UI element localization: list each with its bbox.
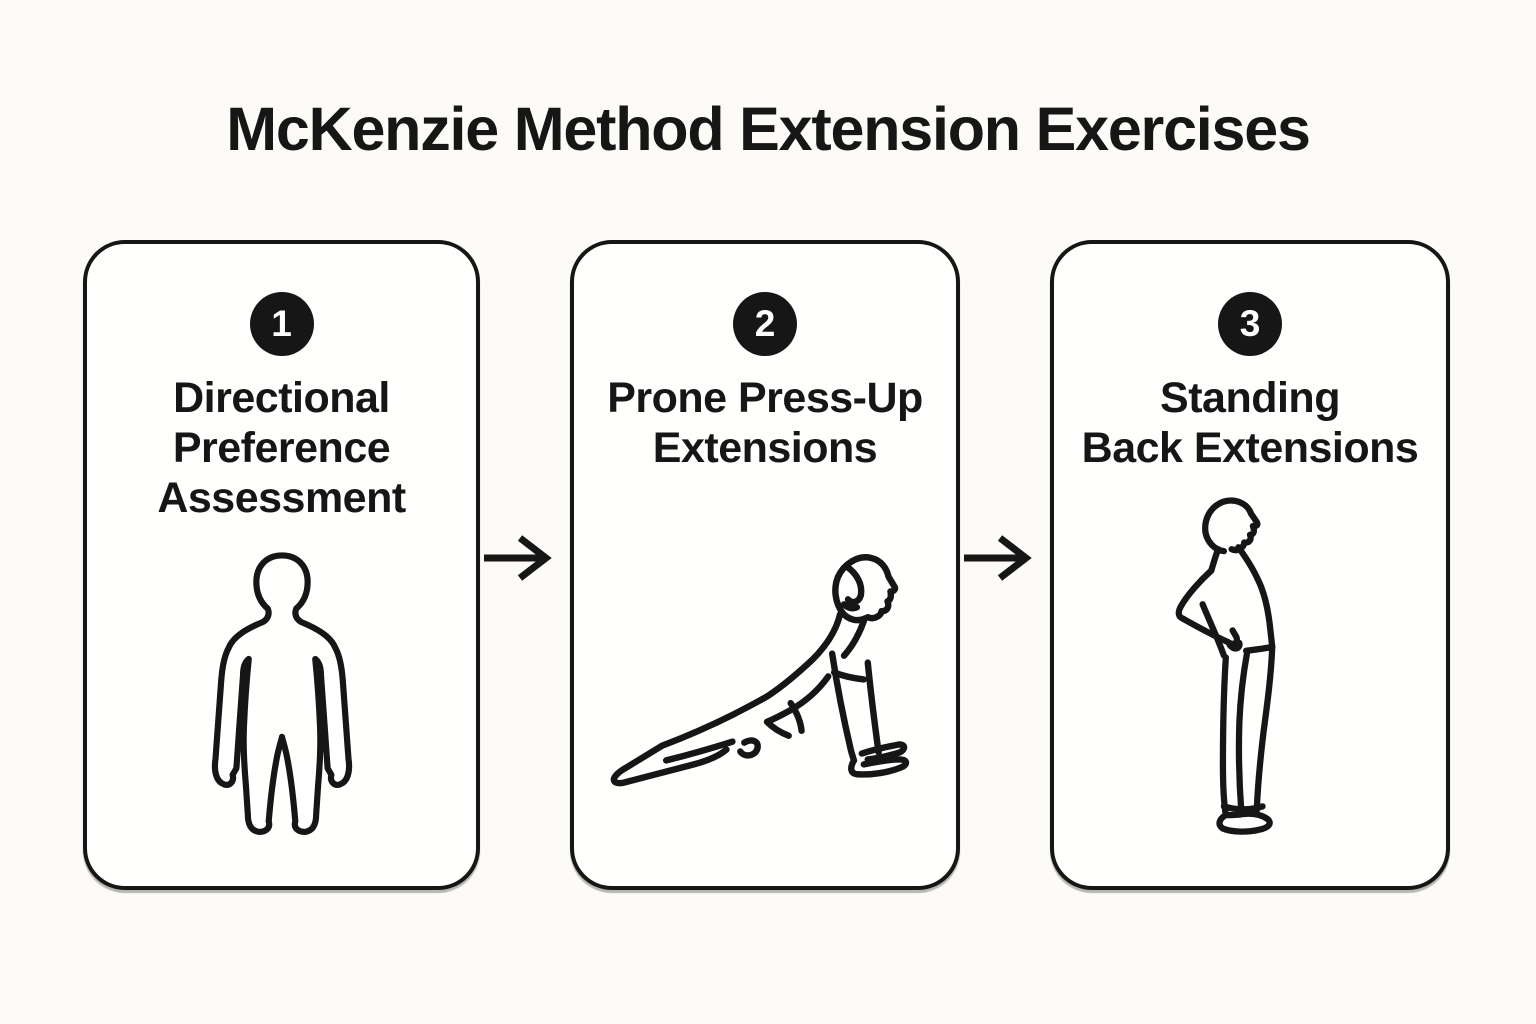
step-3-number: 3: [1239, 303, 1261, 344]
arrow-right-icon: [484, 535, 552, 581]
step-2-title: Prone Press-Up Extensions: [607, 373, 923, 473]
steps-row: 1 Directional Preference Assessment 2: [83, 240, 1450, 890]
step-1-title: Directional Preference Assessment: [157, 373, 406, 523]
step-1-title-line-3: Assessment: [157, 474, 406, 522]
standing-back-extension-person-icon: [1175, 496, 1276, 835]
step-card-2: 2 Prone Press-Up Extensions: [570, 240, 960, 890]
step-3-number-badge: 3: [1218, 292, 1282, 356]
step-3-title: Standing Back Extensions: [1082, 373, 1419, 473]
step-3-title-line-1: Standing: [1160, 374, 1340, 422]
step-1-number-badge: 1: [249, 292, 314, 356]
step-2-number-badge: 2: [733, 292, 797, 356]
step-3-title-line-2: Back Extensions: [1081, 424, 1419, 472]
connector-1: [480, 240, 570, 890]
step-2-number: 2: [754, 303, 776, 344]
step-1-figure: [87, 523, 476, 886]
connector-2: [960, 240, 1050, 890]
step-card-3: 3 Standing Back Extensions: [1050, 240, 1450, 890]
page-title: McKenzie Method Extension Exercises: [226, 95, 1311, 163]
prone-press-up-person-icon: [610, 554, 910, 787]
step-1-title-line-1: Directional: [173, 374, 390, 422]
step-2-title-line-1: Prone Press-Up: [607, 374, 923, 422]
step-1-number: 1: [271, 303, 292, 344]
step-2-title-line-2: Extensions: [652, 424, 878, 472]
standing-person-front-icon: [211, 551, 352, 835]
arrow-right-icon: [964, 535, 1032, 581]
step-1-title-line-2: Preference: [172, 424, 391, 472]
step-2-figure: [574, 473, 956, 886]
step-3-figure: [1054, 473, 1446, 886]
step-card-1: 1 Directional Preference Assessment: [83, 240, 480, 890]
